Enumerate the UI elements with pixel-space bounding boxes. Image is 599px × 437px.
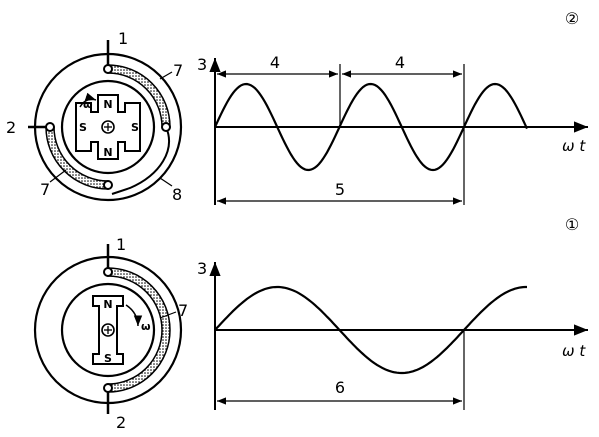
terminal-2-bottom	[103, 383, 113, 393]
pole-s-left: S	[79, 121, 87, 134]
callout-7a: 7	[173, 61, 183, 80]
leader-8	[159, 177, 173, 187]
pole-n-bottom: N	[103, 146, 112, 159]
leader-7a	[159, 71, 173, 80]
coil-end-bottom	[103, 180, 113, 190]
x-axis-label-bottom: ω t	[562, 342, 586, 360]
terminal-1	[103, 64, 113, 74]
sine-wave-top	[214, 82, 528, 172]
dim-label-4b: 4	[395, 53, 405, 72]
x-axis-label-top: ω t	[562, 137, 586, 155]
omega-symbol: ω	[83, 98, 93, 111]
pole-s: S	[104, 352, 112, 365]
top-waveform-graph: 3 ω t 4 4 5	[197, 53, 588, 205]
leader-7b	[49, 169, 67, 183]
callout-2-bottom: 2	[116, 413, 126, 432]
bottom-waveform-graph: 3 ω t 6	[197, 259, 588, 410]
rotation-arrow-bottom	[125, 304, 143, 327]
callout-7b: 7	[40, 180, 50, 199]
callout-1-bottom: 1	[116, 235, 126, 254]
y-axis-label-top: 3	[197, 55, 207, 74]
omega-symbol-bottom: ω	[141, 320, 151, 333]
top-panel: ② ω N N S S	[6, 9, 588, 205]
callout-8: 8	[172, 185, 182, 204]
sine-wave-bottom	[214, 285, 527, 375]
dim-label-4a: 4	[270, 53, 280, 72]
callout-7-bottom: 7	[178, 301, 188, 320]
pole-n: N	[103, 298, 112, 311]
panel-number-bottom: ①	[565, 215, 579, 234]
bottom-panel: ① N S ω 1 2 7	[33, 215, 588, 432]
panel-number-top: ②	[565, 9, 579, 28]
stator-bore-bottom	[60, 282, 156, 378]
pole-n-top: N	[103, 98, 112, 111]
two-pole-machine: N S ω 1 2 7	[33, 235, 188, 432]
coil-end-right	[161, 122, 171, 132]
y-axis-label-bottom: 3	[197, 259, 207, 278]
terminal-2	[45, 122, 55, 132]
four-pole-machine: ω N N S S 1 2 7 7 8	[6, 29, 183, 204]
leader-7	[159, 311, 177, 319]
callout-2: 2	[6, 118, 16, 137]
pole-s-right: S	[131, 121, 139, 134]
dim-label-6: 6	[335, 378, 345, 397]
stator-bore	[60, 79, 156, 175]
dim-label-5: 5	[335, 180, 345, 199]
coil-connection-link	[111, 126, 170, 195]
rotation-arrow	[79, 92, 97, 108]
terminal-1-bottom	[103, 267, 113, 277]
callout-1: 1	[118, 29, 128, 48]
